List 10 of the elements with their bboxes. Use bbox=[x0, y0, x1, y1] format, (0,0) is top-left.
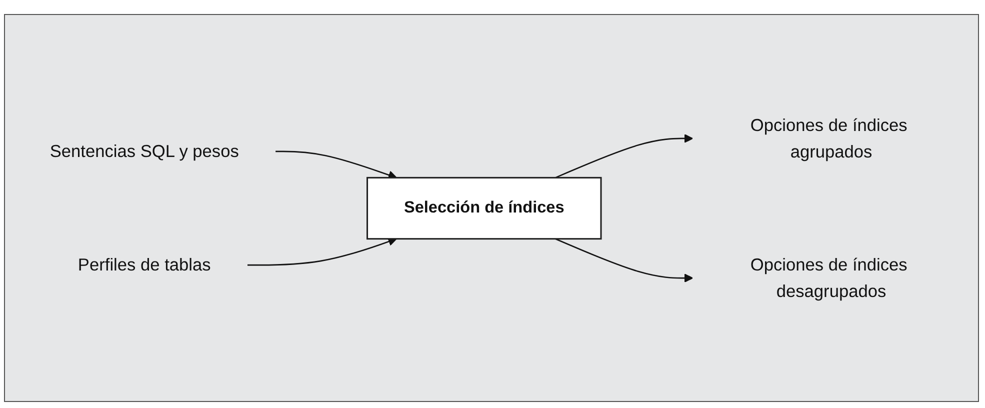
node-text: Sentencias SQL y pesos bbox=[50, 141, 239, 161]
arrow bbox=[555, 134, 694, 178]
arrow bbox=[276, 150, 397, 179]
arrow bbox=[555, 238, 694, 282]
node-text: Opciones de índices desagrupados bbox=[750, 254, 908, 300]
node-text: Perfiles de tablas bbox=[78, 254, 211, 274]
flowchart: Sentencias SQL y pesos Perfiles de tablas Selección de índices Opciones de índices agrupados Opciones de índices desagrupados bbox=[5, 86, 978, 330]
arrow bbox=[247, 237, 397, 266]
node-box bbox=[366, 176, 602, 240]
node-text: Opciones de índices agrupados bbox=[750, 115, 908, 161]
